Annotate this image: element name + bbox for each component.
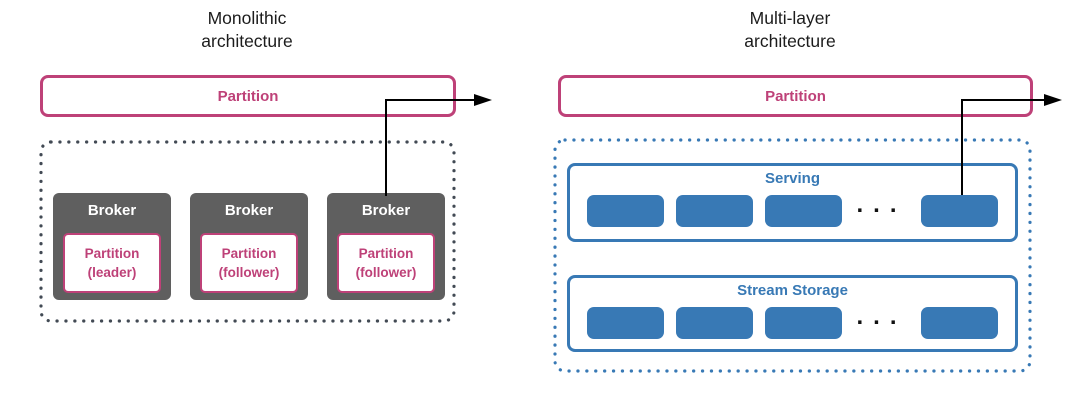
broker-partition-line-2: (leader) [87, 265, 137, 280]
ellipsis: ... [856, 303, 907, 330]
multilayer-architecture-title: Multi-layer architecture [640, 7, 940, 53]
broker-partition-box-leader: Partition (leader) [63, 233, 161, 293]
serving-ellipsis-container: ... [842, 191, 921, 227]
storage-ellipsis-container: ... [842, 303, 921, 339]
broker-box-2: Broker Partition (follower) [190, 193, 308, 300]
storage-segment-2 [676, 307, 753, 339]
storage-segment-4 [921, 307, 998, 339]
ellipsis: ... [856, 191, 907, 218]
stream-storage-layer-box: Stream Storage ... [567, 275, 1018, 352]
broker-cluster-dotted-border [39, 140, 456, 323]
partition-label: Partition [765, 87, 826, 105]
serving-layer-box: Serving ... [567, 163, 1018, 242]
broker-partition-line-1: Partition [221, 246, 277, 261]
serving-segment-3 [765, 195, 842, 227]
broker-cluster: Broker Partition (leader) Broker Partiti… [53, 193, 445, 300]
storage-segment-1 [587, 307, 664, 339]
title-line-2: architecture [744, 31, 836, 51]
stream-storage-layer-label: Stream Storage [737, 282, 848, 299]
broker-partition-line-2: (follower) [355, 265, 417, 280]
partition-box-monolithic: Partition [40, 75, 456, 117]
broker-partition-line-2: (follower) [218, 265, 280, 280]
serving-layer-label: Serving [764, 170, 821, 187]
broker-box-1: Broker Partition (leader) [53, 193, 171, 300]
broker-label: Broker [361, 202, 411, 219]
storage-segment-3 [765, 307, 842, 339]
title-line-1: Multi-layer [749, 8, 831, 28]
title-line-1: Monolithic [207, 8, 287, 28]
partition-label: Partition [217, 87, 279, 105]
serving-segment-row: ... [570, 191, 1015, 227]
broker-partition-line-1: Partition [84, 246, 140, 261]
monolithic-architecture-title: Monolithic architecture [97, 7, 397, 53]
broker-label: Broker [87, 202, 137, 219]
multilayer-dotted-border [553, 138, 1032, 373]
serving-segment-2 [676, 195, 753, 227]
stream-storage-segment-row: ... [570, 303, 1015, 339]
broker-partition-box-follower: Partition (follower) [337, 233, 435, 293]
title-line-2: architecture [201, 31, 293, 51]
serving-segment-4 [921, 195, 998, 227]
partition-box-multilayer: Partition [558, 75, 1033, 117]
serving-segment-1 [587, 195, 664, 227]
broker-box-3: Broker Partition (follower) [327, 193, 445, 300]
broker-partition-box-follower: Partition (follower) [200, 233, 298, 293]
broker-partition-line-1: Partition [358, 246, 414, 261]
broker-label: Broker [224, 202, 274, 219]
